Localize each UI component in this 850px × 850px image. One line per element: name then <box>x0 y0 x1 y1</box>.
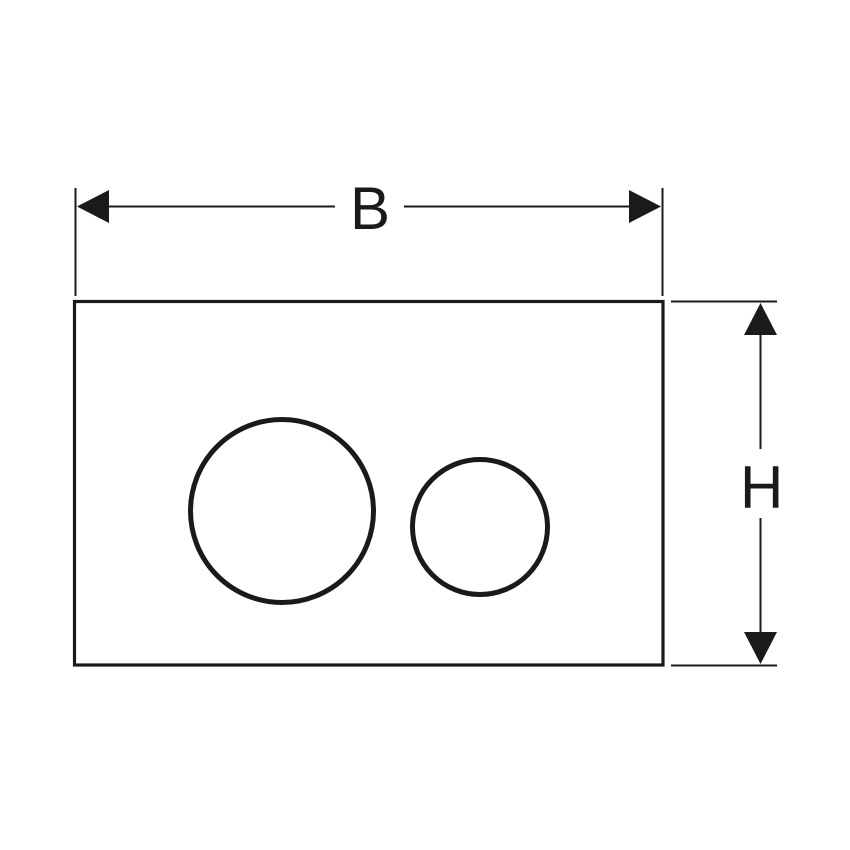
left-arrowhead-icon <box>77 190 109 223</box>
flush-plate-outline <box>72 299 665 667</box>
down-arrowhead-icon <box>744 632 777 664</box>
small-flush-button <box>410 457 550 597</box>
up-arrowhead-icon <box>744 303 777 335</box>
large-flush-button <box>188 417 376 605</box>
width-label: B <box>350 175 391 242</box>
width-dimension <box>74 188 664 296</box>
height-label: H <box>740 454 784 521</box>
right-arrowhead-icon <box>629 190 661 223</box>
height-dimension <box>671 300 777 667</box>
